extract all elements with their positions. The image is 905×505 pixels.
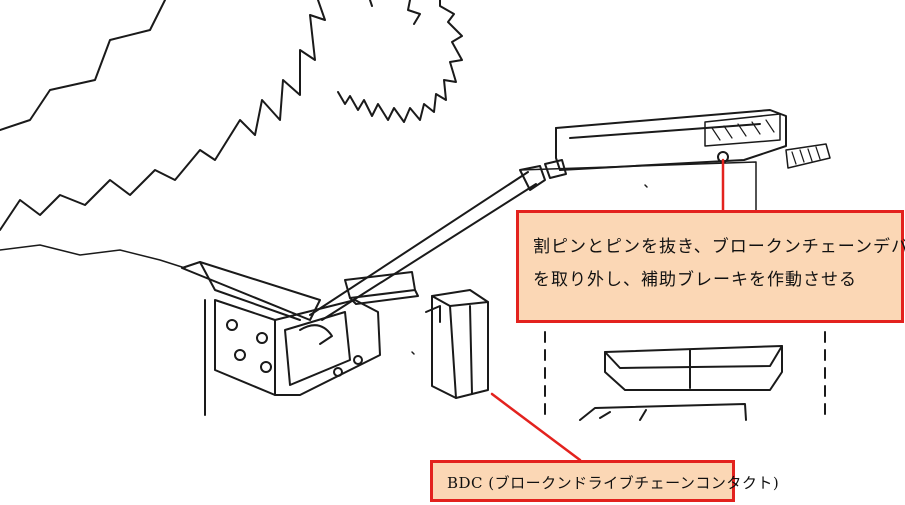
bdc-contact-switch [425, 289, 489, 399]
broken-chain-device [181, 261, 381, 416]
frame-and-plates [544, 331, 826, 421]
callout-bdc: BDC (ブロークンドライブチェーンコンタクト) [430, 460, 779, 502]
callout-main-line-2: を取り外し、補助ブレーキを作動させる [533, 270, 857, 290]
guide-rail [519, 109, 831, 211]
callout-main-line-1: 割ピンとピンを抜き、ブロークンチェーンデバイス [533, 237, 905, 257]
callout-bdc-label: BDC (ブロークンドライブチェーンコンタクト) [447, 474, 780, 492]
small-sprocket [337, 0, 463, 123]
callout-remove-device: 割ピンとピンを抜き、ブロークンチェーンデバイス を取り外し、補助ブレーキを作動さ… [516, 210, 905, 323]
large-sprocket [0, 0, 326, 269]
leader-line-bdc [490, 392, 582, 462]
leader-lines [490, 158, 725, 462]
